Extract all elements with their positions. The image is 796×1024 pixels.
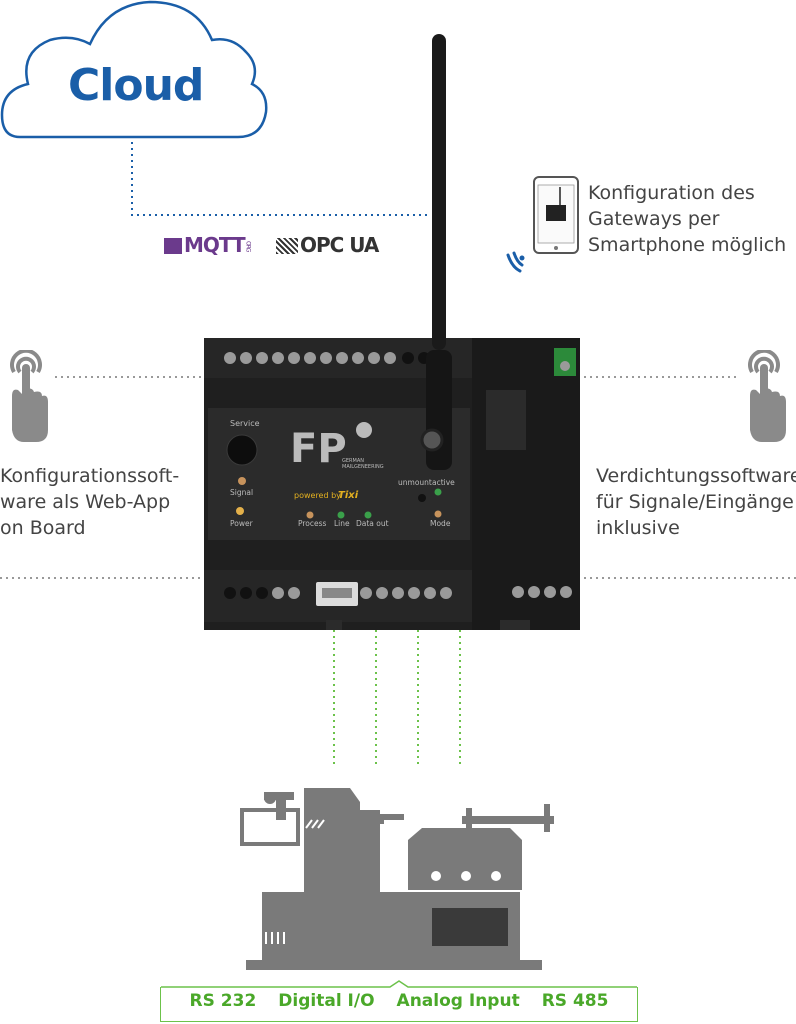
guide-lines bbox=[0, 376, 796, 579]
interface-box-top bbox=[161, 980, 637, 988]
interface-box: RS 232 Digital I/O Analog Input RS 485 bbox=[160, 987, 638, 1022]
touch-hand-icon bbox=[10, 350, 48, 442]
io-connectors bbox=[333, 630, 461, 766]
compression-feature-text: Verdichtungssoftware für Signale/Eingäng… bbox=[596, 465, 796, 539]
interface-digital-io: Digital I/O bbox=[278, 991, 375, 1011]
svg-text:active: active bbox=[432, 478, 455, 487]
interface-analog-input: Analog Input bbox=[396, 991, 520, 1011]
svg-text:Line: Line bbox=[334, 519, 350, 528]
power-label: Power bbox=[230, 519, 254, 528]
svg-text:MAILGENEERING: MAILGENEERING bbox=[342, 464, 384, 470]
cloud-label: Cloud bbox=[68, 60, 204, 111]
svg-text:GERMAN: GERMAN bbox=[342, 458, 364, 464]
service-label: Service bbox=[230, 419, 260, 428]
powered-by-label: powered by bbox=[294, 491, 341, 500]
interface-rs485: RS 485 bbox=[541, 991, 609, 1011]
cloud-connector bbox=[131, 142, 428, 216]
side-terminal-row bbox=[512, 586, 572, 598]
bottom-terminal-row bbox=[224, 587, 452, 599]
mqtt-logo: MQTTORG bbox=[164, 233, 252, 257]
svg-text:Mode: Mode bbox=[430, 519, 451, 528]
svg-text:Data out: Data out bbox=[356, 519, 389, 528]
fp-logo: FP bbox=[290, 426, 347, 472]
svg-text:unmount: unmount bbox=[398, 478, 432, 487]
machine-icon bbox=[240, 788, 554, 970]
mqtt-mark bbox=[164, 238, 182, 254]
gateway-device: Service Signal Power FP GERMAN MAILGENEE… bbox=[204, 34, 580, 630]
cloud-shape bbox=[0, 0, 268, 139]
touch-hand-icon-right bbox=[748, 350, 786, 442]
phone-config-text: Konfiguration des Gateways per Smartphon… bbox=[588, 182, 787, 256]
svg-text:Tixi: Tixi bbox=[338, 490, 359, 501]
web-app-feature-text: Konfigurationssoft- ware als Web-App on … bbox=[0, 465, 180, 539]
opc-ua-logo: OPC UA bbox=[276, 233, 379, 257]
signal-label: Signal bbox=[230, 488, 253, 497]
interface-rs232: RS 232 bbox=[189, 991, 257, 1011]
smartphone-icon bbox=[506, 176, 579, 273]
opc-ua-mark bbox=[276, 238, 298, 254]
svg-text:Process: Process bbox=[298, 519, 327, 528]
